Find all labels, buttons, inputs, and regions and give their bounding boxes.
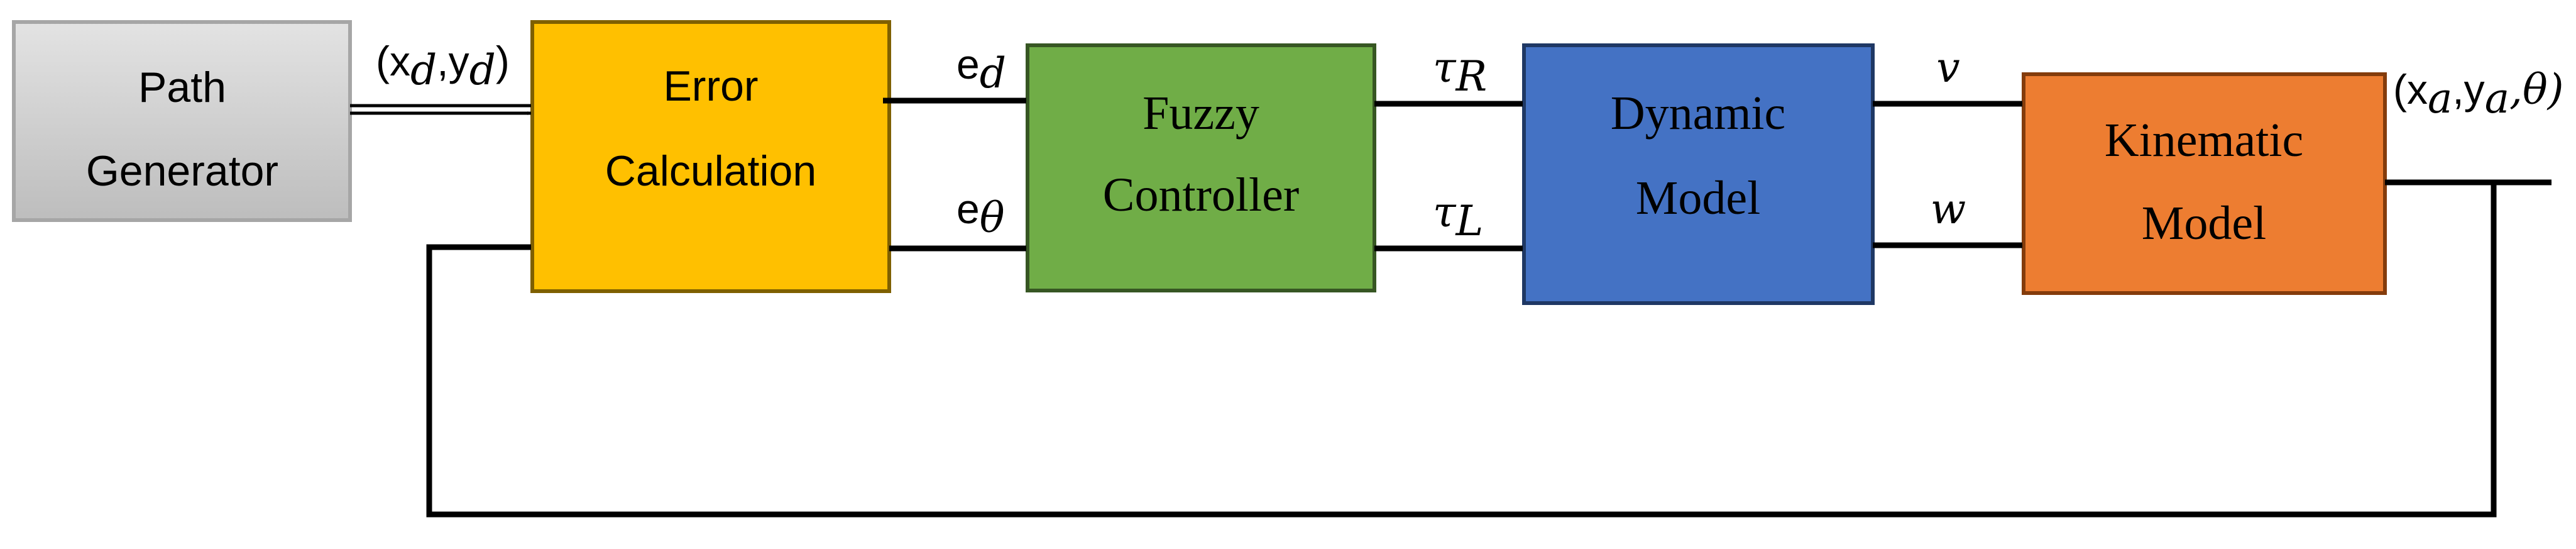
ed-label: ed <box>956 41 1006 97</box>
error-calculation-block: Error Calculation <box>530 20 891 293</box>
dynamic-model-line1: Dynamic <box>1611 87 1786 140</box>
path-generator-line2: Generator <box>86 147 278 195</box>
error-calculation-line1: Error <box>663 62 758 110</box>
w-label: w <box>1931 185 1966 233</box>
dynamic-model-block: Dynamic Model <box>1522 43 1875 305</box>
kinematic-model-line2: Model <box>2142 197 2266 250</box>
fuzzy-controller-line2: Controller <box>1103 169 1299 221</box>
path-generator-block: Path Generator <box>12 20 352 222</box>
feedback-loop <box>426 182 2497 518</box>
actual-position-label: (xa,ya,θ) <box>2393 65 2564 123</box>
fuzzy-controller-block: Fuzzy Controller <box>1026 43 1376 292</box>
tauL-label: τL <box>1433 188 1483 245</box>
kinematic-model-block: Kinematic Model <box>2022 72 2387 295</box>
desired-position-label: (xd,yd) <box>376 38 510 94</box>
error-calculation-line2: Calculation <box>605 147 816 195</box>
v-label: v <box>1936 43 1959 92</box>
kinematic-model-line1: Kinematic <box>2105 114 2304 167</box>
path-generator-line1: Path <box>138 64 226 111</box>
dynamic-model-line2: Model <box>1636 172 1760 225</box>
fuzzy-controller-line1: Fuzzy <box>1143 87 1259 140</box>
tauR-label: τR <box>1433 43 1487 101</box>
signal-lines <box>350 97 2552 518</box>
etheta-label: eθ <box>956 186 1004 242</box>
